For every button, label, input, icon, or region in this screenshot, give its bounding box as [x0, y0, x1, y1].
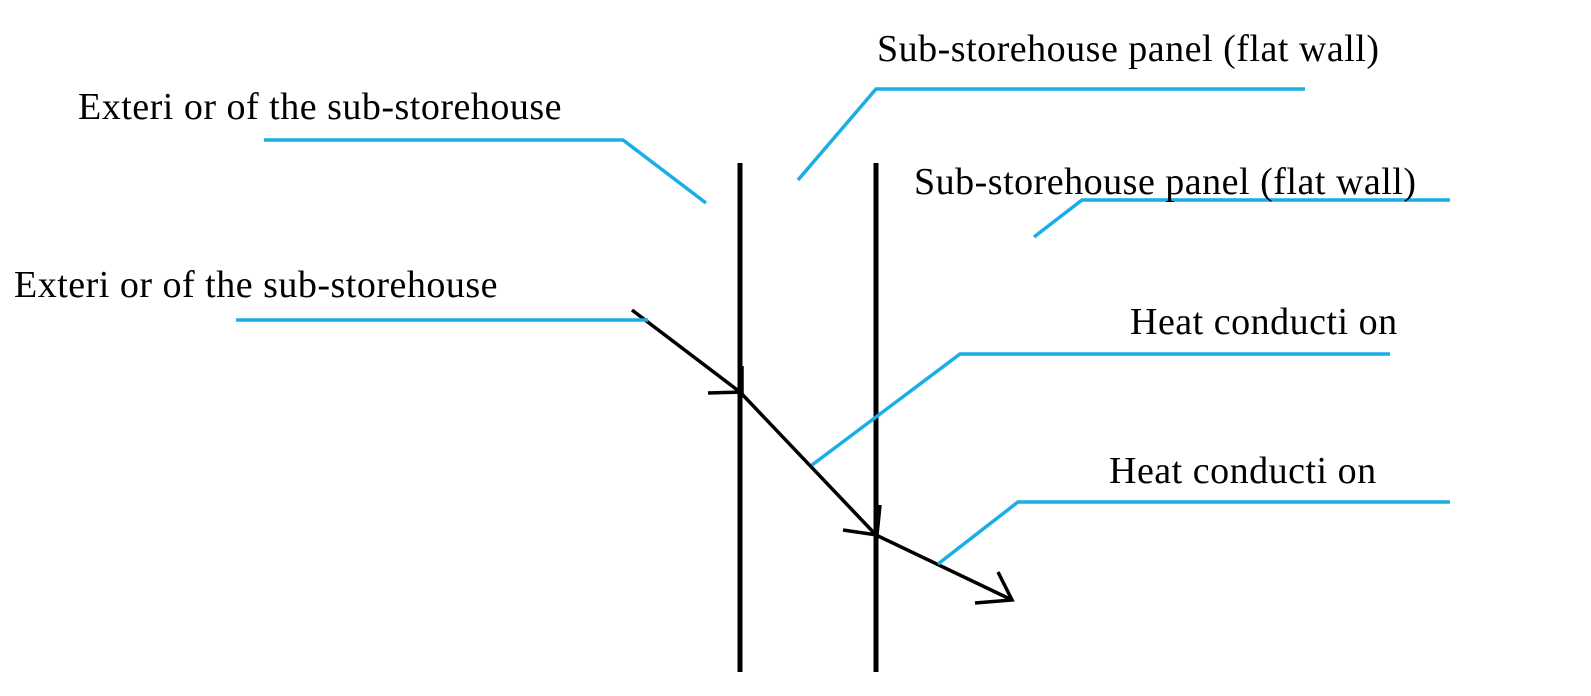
heat-flow-arrow-segment-2 — [738, 390, 878, 537]
leader-line-heat-1 — [810, 352, 1390, 467]
label-panel-second: Sub-storehouse panel (flat wall) — [914, 161, 1417, 203]
leader-line-panel-1 — [796, 87, 1305, 182]
leader-line-heat-2 — [936, 500, 1450, 566]
label-exterior-middle: Exteri or of the sub-storehouse — [14, 264, 499, 306]
heat-flow-arrow-segment-1 — [630, 308, 742, 394]
leader-line-panel-2 — [1032, 198, 1450, 239]
heat-flow-arrow-head-3 — [974, 571, 1015, 605]
label-heat-conduction-lower: Heat conducti on — [1109, 450, 1377, 492]
label-heat-conduction-upper: Heat conducti on — [1130, 301, 1398, 343]
leader-line-exterior-1 — [264, 138, 708, 205]
label-panel-top: Sub-storehouse panel (flat wall) — [877, 28, 1380, 70]
heat-flow-arrow-segment-3 — [875, 533, 1013, 602]
label-exterior-top: Exteri or of the sub-storehouse — [78, 86, 563, 128]
